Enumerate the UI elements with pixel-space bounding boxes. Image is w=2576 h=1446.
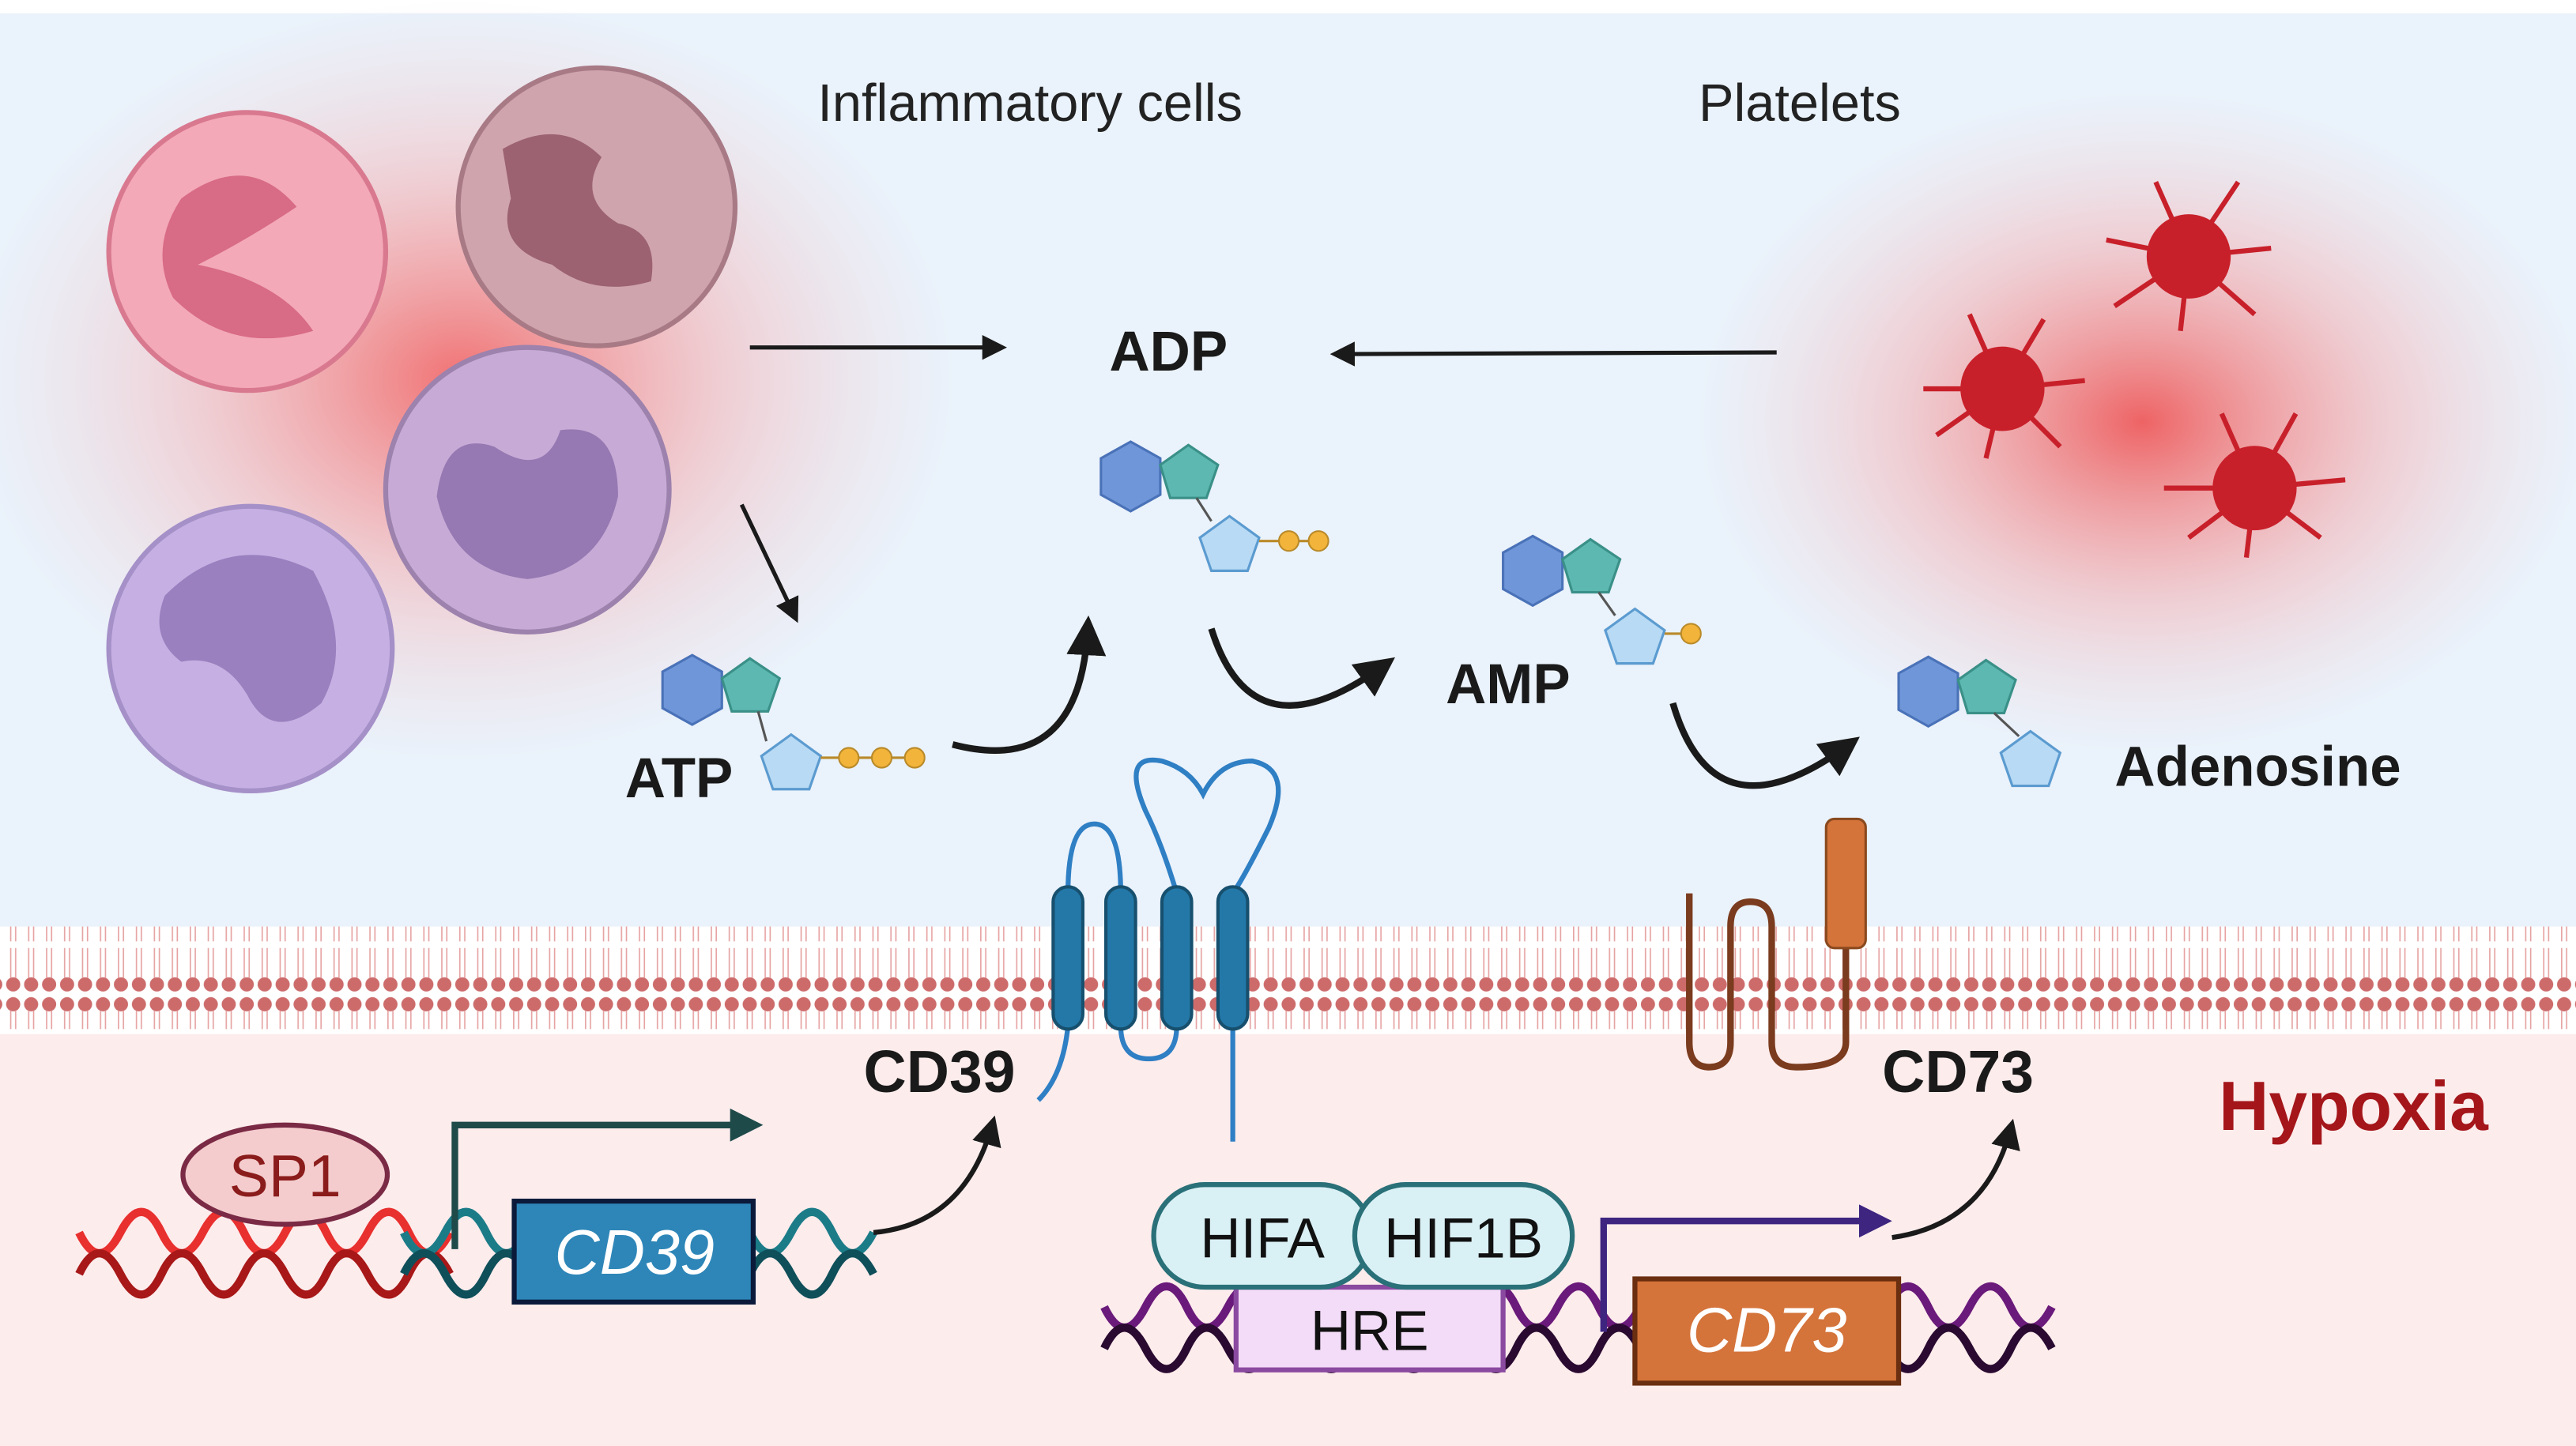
arrow-cells-to-atp bbox=[739, 503, 799, 623]
eosinophil-icon bbox=[383, 345, 672, 635]
hif1b-label: HIF1B bbox=[1384, 1207, 1543, 1270]
cd39-protein-label: CD39 bbox=[864, 1038, 1016, 1105]
atp-molecule-icon bbox=[661, 653, 926, 791]
sp1-label: SP1 bbox=[229, 1143, 341, 1209]
dna-strand-teal-icon bbox=[400, 1207, 877, 1299]
basophil-icon bbox=[455, 65, 738, 348]
amp-label: AMP bbox=[1446, 653, 1571, 716]
arrow-adp-to-amp bbox=[1208, 627, 1395, 709]
platelets-label: Platelets bbox=[1699, 73, 1901, 133]
cd39-gene-label: CD39 bbox=[555, 1217, 715, 1287]
dna-strand-red-icon bbox=[75, 1207, 454, 1299]
hre-label: HRE bbox=[1311, 1300, 1429, 1362]
arrow-cd39-expression bbox=[873, 1115, 1001, 1236]
inflammatory-cells-label: Inflammatory cells bbox=[817, 73, 1243, 133]
cd73-gene-box bbox=[1632, 1276, 1902, 1386]
adenosine-label: Adenosine bbox=[2114, 736, 2401, 798]
neutrophil-icon bbox=[106, 110, 389, 394]
monocyte-icon bbox=[106, 503, 395, 793]
arrow-platelets-to-adp bbox=[1329, 341, 1777, 367]
cd73-gene-label: CD73 bbox=[1687, 1295, 1847, 1365]
hypoxia-label: Hypoxia bbox=[2219, 1068, 2489, 1145]
cd39-promoter-arrow bbox=[451, 1108, 764, 1249]
platelet-glow bbox=[1697, 91, 2576, 753]
cd39-gene-box bbox=[511, 1198, 756, 1305]
cd73-promoter-arrow bbox=[1600, 1204, 1892, 1332]
atp-label: ATP bbox=[625, 747, 734, 810]
platelet-icon bbox=[2163, 412, 2346, 558]
hifa-label: HIFA bbox=[1200, 1207, 1325, 1270]
arrow-atp-to-adp bbox=[952, 615, 1107, 754]
cd73-protein-label: CD73 bbox=[1882, 1038, 2034, 1105]
adp-molecule-icon bbox=[1099, 440, 1329, 572]
platelet-icon bbox=[1923, 313, 2085, 459]
cell-membrane bbox=[0, 926, 2576, 1030]
arrow-cd73-expression bbox=[1891, 1118, 2020, 1241]
arrow-amp-to-adenosine bbox=[1669, 702, 1860, 789]
hre-box bbox=[1233, 1284, 1506, 1373]
amp-molecule-icon bbox=[1502, 534, 1702, 665]
platelet-icon bbox=[2106, 180, 2272, 332]
adenosine-molecule-icon bbox=[1897, 655, 2062, 788]
hif1b-factor bbox=[1352, 1182, 1575, 1290]
cd73-protein-icon bbox=[1686, 817, 1867, 1071]
sp1-factor bbox=[180, 1122, 390, 1227]
cd39-protein-icon bbox=[1036, 757, 1281, 1142]
adp-label: ADP bbox=[1109, 321, 1228, 383]
